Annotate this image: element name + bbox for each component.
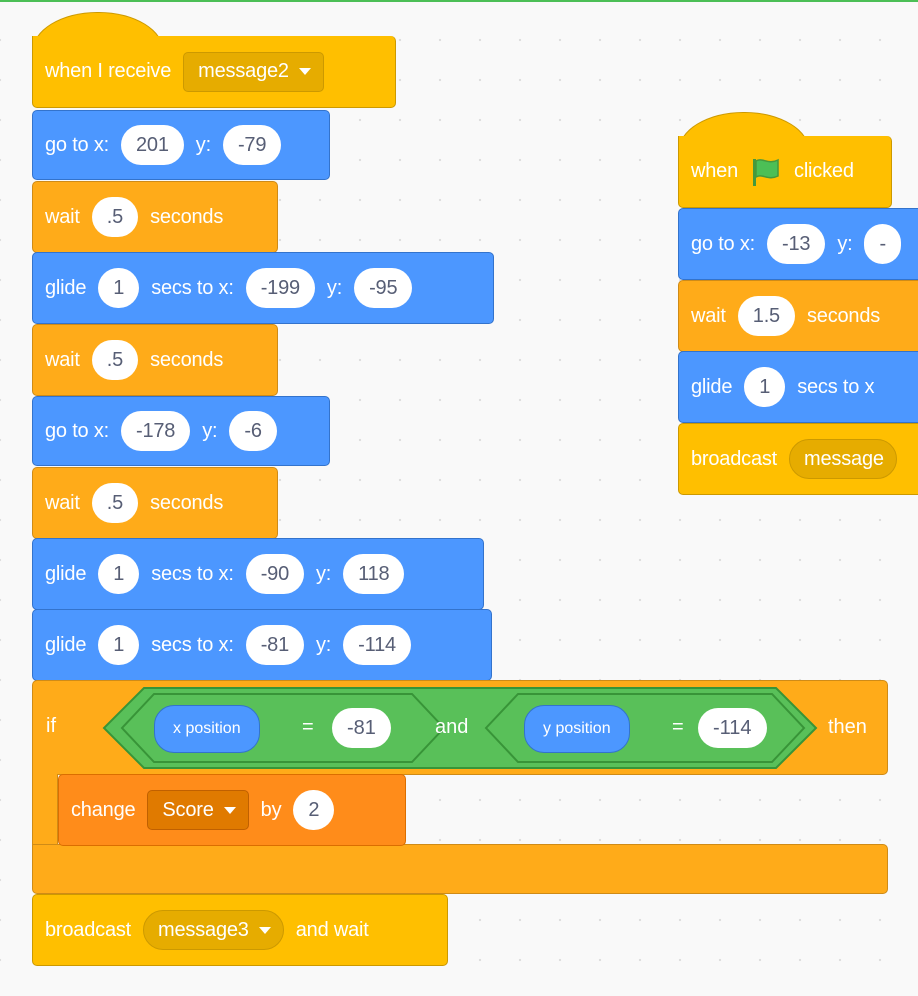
change-label: change — [71, 798, 136, 821]
y-label: y: — [326, 276, 343, 299]
seconds-label: seconds — [150, 348, 224, 371]
secs-to-x-label: secs to x: — [151, 562, 234, 585]
wait-seconds-input[interactable]: .5 — [91, 197, 139, 237]
y-position-reporter[interactable]: y position — [524, 705, 630, 753]
broadcast-message-dropdown[interactable]: message — [789, 439, 897, 479]
x-input[interactable]: -81 — [245, 625, 304, 665]
glide-label: glide — [691, 375, 733, 398]
broadcast-message-value: message3 — [158, 918, 249, 941]
by-label: by — [260, 798, 282, 821]
broadcast-message-value: message — [804, 447, 884, 470]
glide-secs-input[interactable]: 1 — [98, 625, 140, 665]
message-dropdown[interactable]: message2 — [183, 51, 324, 92]
x-position-reporter[interactable]: x position — [154, 705, 260, 753]
secs-to-x-label: secs to x: — [151, 633, 234, 656]
broadcast-label: broadcast — [691, 447, 778, 470]
y-input[interactable]: -6 — [229, 411, 277, 451]
glide-block[interactable]: glide 1 secs to x — [678, 351, 918, 423]
caret-down-icon — [298, 68, 311, 75]
wait-block[interactable]: wait .5 seconds — [32, 181, 278, 253]
if-block-bottom — [32, 844, 888, 894]
compare-value-input[interactable]: -114 — [698, 708, 767, 748]
variable-dropdown[interactable]: Score — [147, 790, 249, 830]
glide-block[interactable]: glide 1 secs to x: -199 y: -95 — [32, 252, 494, 324]
wait-label: wait — [45, 348, 80, 371]
x-input[interactable]: 201 — [121, 125, 184, 165]
wait-label: wait — [45, 205, 80, 228]
go-to-label: go to x: — [45, 419, 109, 442]
and-label: and — [435, 716, 469, 738]
glide-secs-input[interactable]: 1 — [98, 554, 140, 594]
variable-dropdown-value: Score — [162, 798, 214, 821]
y-label: y: — [316, 562, 332, 585]
y-input[interactable]: 118 — [343, 554, 405, 594]
x-input[interactable]: -13 — [767, 224, 826, 264]
when-i-receive-label: when I receive — [45, 60, 172, 82]
broadcast-and-wait-block[interactable]: broadcast message3 and wait — [32, 894, 448, 966]
message-dropdown-value: message2 — [198, 60, 289, 82]
glide-label: glide — [45, 633, 87, 656]
change-amount-input[interactable]: 2 — [293, 790, 335, 830]
when-i-receive-block[interactable]: when I receive message2 — [32, 36, 396, 108]
and-wait-label: and wait — [295, 918, 369, 941]
broadcast-block[interactable]: broadcast message — [678, 423, 918, 495]
when-flag-clicked-block[interactable]: when clicked — [678, 136, 892, 208]
wait-seconds-input[interactable]: 1.5 — [737, 296, 795, 336]
caret-down-icon — [223, 806, 236, 814]
wait-block[interactable]: wait 1.5 seconds — [678, 280, 918, 352]
if-then-block[interactable]: if x position = -81 and y position = -11… — [32, 680, 888, 894]
when-label: when — [691, 160, 739, 182]
go-to-label: go to x: — [691, 232, 755, 255]
glide-block[interactable]: glide 1 secs to x: -90 y: 118 — [32, 538, 484, 610]
x-input[interactable]: -178 — [121, 411, 191, 451]
glide-label: glide — [45, 562, 87, 585]
broadcast-label: broadcast — [45, 918, 132, 941]
go-to-xy-block[interactable]: go to x: 201 y: -79 — [32, 110, 330, 180]
y-label: y: — [837, 232, 853, 255]
y-label: y: — [195, 133, 211, 156]
change-variable-block[interactable]: change Score by 2 — [58, 774, 406, 846]
green-flag-icon — [753, 158, 779, 186]
y-input[interactable]: - — [864, 224, 901, 264]
wait-block[interactable]: wait .5 seconds — [32, 324, 278, 396]
compare-value-input[interactable]: -81 — [332, 708, 391, 748]
x-input[interactable]: -90 — [245, 554, 304, 594]
equals-operator: = — [672, 716, 684, 738]
glide-secs-input[interactable]: 1 — [98, 268, 140, 308]
y-input[interactable]: -114 — [343, 625, 411, 665]
glide-secs-input[interactable]: 1 — [744, 367, 786, 407]
equals-operator: = — [302, 716, 314, 738]
if-label: if — [46, 715, 56, 737]
wait-seconds-input[interactable]: .5 — [91, 340, 139, 380]
if-block-spine — [32, 774, 58, 846]
clicked-label: clicked — [794, 160, 854, 182]
wait-seconds-input[interactable]: .5 — [91, 483, 139, 523]
y-label: y: — [202, 419, 218, 442]
x-input[interactable]: -199 — [245, 268, 315, 308]
wait-label: wait — [45, 491, 80, 514]
broadcast-message-dropdown[interactable]: message3 — [143, 910, 284, 950]
seconds-label: seconds — [806, 304, 881, 327]
go-to-xy-block[interactable]: go to x: -13 y: - — [678, 208, 918, 280]
seconds-label: seconds — [150, 205, 224, 228]
y-input[interactable]: -95 — [354, 268, 413, 308]
wait-block[interactable]: wait .5 seconds — [32, 467, 278, 539]
secs-to-x-label: secs to x — [797, 375, 875, 398]
glide-label: glide — [45, 276, 87, 299]
y-input[interactable]: -79 — [222, 125, 282, 165]
seconds-label: seconds — [150, 491, 224, 514]
go-to-xy-block[interactable]: go to x: -178 y: -6 — [32, 396, 330, 466]
go-to-label: go to x: — [45, 133, 109, 156]
secs-to-x-label: secs to x: — [151, 276, 234, 299]
glide-block[interactable]: glide 1 secs to x: -81 y: -114 — [32, 609, 492, 681]
y-label: y: — [316, 633, 332, 656]
wait-label: wait — [691, 304, 726, 327]
caret-down-icon — [258, 926, 271, 934]
then-label: then — [828, 716, 867, 738]
